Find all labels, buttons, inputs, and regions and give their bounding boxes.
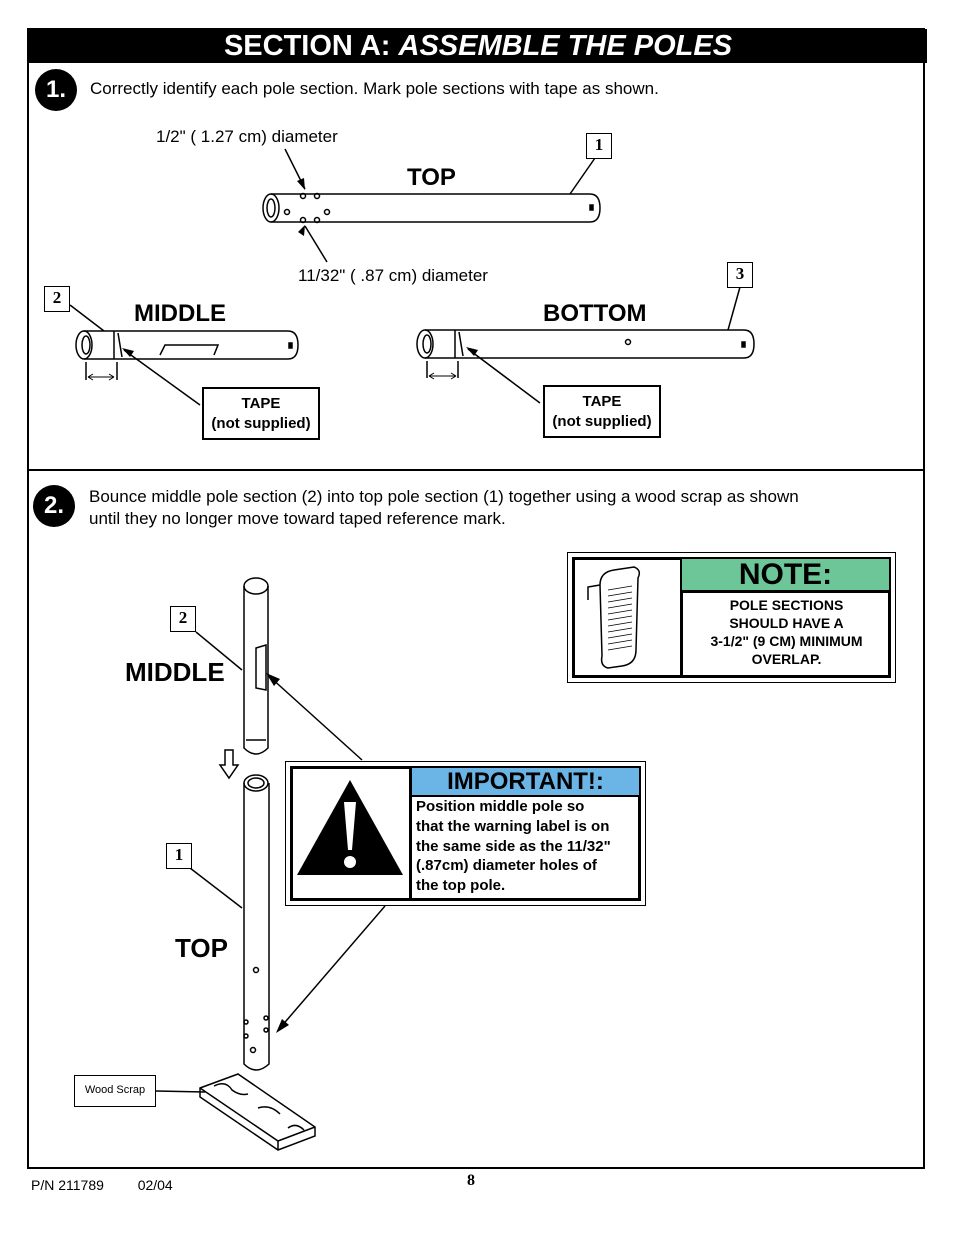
note-line: 3-1/2" (9 CM) MINIMUM xyxy=(710,633,863,649)
important-box-outer xyxy=(285,761,646,906)
tape-note: (not supplied) xyxy=(552,413,652,430)
middle-pole-label: MIDDLE xyxy=(134,300,226,327)
note-box xyxy=(572,557,891,678)
tape-label: TAPE xyxy=(241,395,281,412)
note-line: OVERLAP. xyxy=(751,651,822,667)
step-1-badge: 1. xyxy=(35,69,77,111)
important-body: Position middle pole so that the warning… xyxy=(416,797,638,896)
bottom-pole-label: BOTTOM xyxy=(543,300,647,327)
small-diameter-label: 11/32" ( .87 cm) diameter xyxy=(298,266,488,285)
vertical-middle-number: 2 xyxy=(170,606,196,632)
important-line: that the warning label is on xyxy=(416,817,610,835)
note-line: SHOULD HAVE A xyxy=(729,615,844,631)
step-2-line-2: until they no longer move toward taped r… xyxy=(89,509,506,528)
note-title: NOTE: xyxy=(682,559,889,593)
part-number: P/N 211789 xyxy=(31,1177,104,1193)
important-line: (.87cm) diameter holes of xyxy=(416,857,597,875)
middle-pole-drawing xyxy=(69,304,299,406)
tape-note: (not supplied) xyxy=(211,415,311,432)
revision-date: 02/04 xyxy=(137,1177,173,1193)
step-1-instruction: Correctly identify each pole section. Ma… xyxy=(90,79,659,98)
vertical-middle-label: MIDDLE xyxy=(125,657,225,687)
step-2-badge: 2. xyxy=(33,485,75,527)
note-body: POLE SECTIONS SHOULD HAVE A 3-1/2" (9 CM… xyxy=(684,596,889,668)
vertical-middle-pole-drawing xyxy=(195,577,269,755)
footer-part-info: P/N 211789 02/04 xyxy=(31,1177,173,1193)
important-line: the same side as the 11/32" xyxy=(416,837,611,855)
top-pole-label: TOP xyxy=(407,164,456,191)
top-pole-drawing xyxy=(262,148,601,263)
wood-scrap-drawing xyxy=(155,1073,316,1151)
bottom-pole-drawing xyxy=(416,286,755,404)
vertical-top-pole-drawing xyxy=(189,774,270,1071)
note-clip-drawing xyxy=(587,566,641,669)
important-divider xyxy=(409,766,412,901)
down-arrow xyxy=(218,749,240,780)
middle-pole-number: 2 xyxy=(44,286,70,312)
section-prefix: SECTION A: xyxy=(223,30,391,62)
note-box-outer xyxy=(567,552,896,683)
tape-label: TAPE xyxy=(582,393,622,410)
section-header: SECTION A: ASSEMBLE THE POLES xyxy=(29,29,927,63)
note-divider xyxy=(680,557,683,678)
note-line: POLE SECTIONS xyxy=(729,597,844,613)
warning-icon xyxy=(297,780,403,875)
important-box xyxy=(290,766,641,901)
step-2-instruction: Bounce middle pole section (2) into top … xyxy=(89,486,909,530)
section-title: ASSEMBLE THE POLES xyxy=(398,30,733,62)
large-diameter-label: 1/2" ( 1.27 cm) diameter xyxy=(156,127,338,146)
vertical-top-label: TOP xyxy=(175,933,228,963)
important-line: the top pole. xyxy=(416,877,506,895)
step-2-line-1: Bounce middle pole section (2) into top … xyxy=(89,487,799,506)
middle-tape-callout: TAPE (not supplied) xyxy=(202,387,320,440)
bottom-tape-callout: TAPE (not supplied) xyxy=(543,385,661,438)
page-number: 8 xyxy=(467,1172,475,1189)
top-pole-number: 1 xyxy=(586,133,612,159)
bottom-pole-number: 3 xyxy=(727,262,753,288)
important-line: Position middle pole so xyxy=(416,798,585,815)
important-title: IMPORTANT!: xyxy=(412,768,639,797)
section-divider xyxy=(27,469,925,471)
vertical-top-number: 1 xyxy=(166,843,192,869)
wood-scrap-label: Wood Scrap xyxy=(74,1075,156,1107)
